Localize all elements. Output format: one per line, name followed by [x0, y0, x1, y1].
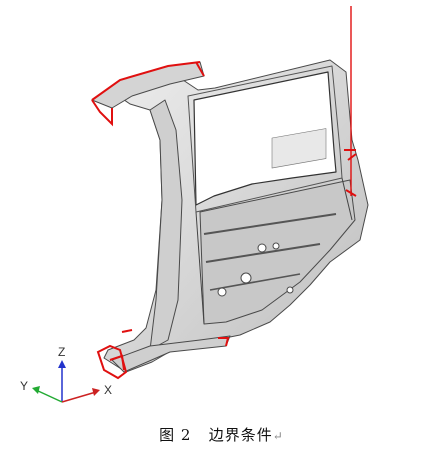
- reinforcement-beam-3: [209, 273, 301, 291]
- sill-right-constraint: [218, 337, 230, 347]
- axis-triad: Z Y X: [20, 345, 112, 403]
- paragraph-mark: ↵: [272, 429, 284, 443]
- hinge-constraint: [121, 329, 133, 333]
- load-marker: [344, 149, 357, 197]
- panel-hole: [257, 243, 267, 253]
- b-pillar: [149, 99, 183, 351]
- roof-constraint-end-right: [195, 61, 205, 77]
- y-axis-arrow: [32, 386, 40, 394]
- figure-caption: 图 2 边界条件↵: [0, 424, 443, 445]
- roof-constraint: [91, 61, 201, 101]
- window-opening: [193, 71, 337, 206]
- figure-number: 图 2: [159, 426, 192, 444]
- x-axis-label: X: [104, 383, 112, 397]
- z-axis-label: Z: [58, 345, 65, 359]
- reinforcement-beam-1: [203, 213, 337, 235]
- roof-constraint-end-left: [91, 99, 113, 127]
- panel-hole: [272, 242, 280, 250]
- window-frame-inner: [187, 65, 343, 213]
- sill-constraint: [96, 344, 128, 380]
- mesh-patch: [271, 128, 327, 169]
- x-axis-line: [61, 391, 97, 403]
- figure-title: 边界条件: [208, 426, 273, 444]
- panel-hole: [240, 272, 252, 284]
- y-axis-line: [35, 389, 63, 403]
- door-panel-model: [91, 59, 369, 373]
- frame-line: [341, 177, 353, 221]
- sill-constraint-inner: [109, 354, 125, 371]
- panel-hole: [217, 287, 227, 297]
- frame-line: [195, 211, 205, 325]
- z-axis-arrow: [58, 360, 66, 368]
- panel-hole: [286, 286, 294, 294]
- y-axis-label: Y: [20, 379, 28, 393]
- x-axis-arrow: [92, 388, 100, 396]
- reinforcement-beam-2: [205, 243, 321, 263]
- boundary-conditions: [91, 6, 357, 380]
